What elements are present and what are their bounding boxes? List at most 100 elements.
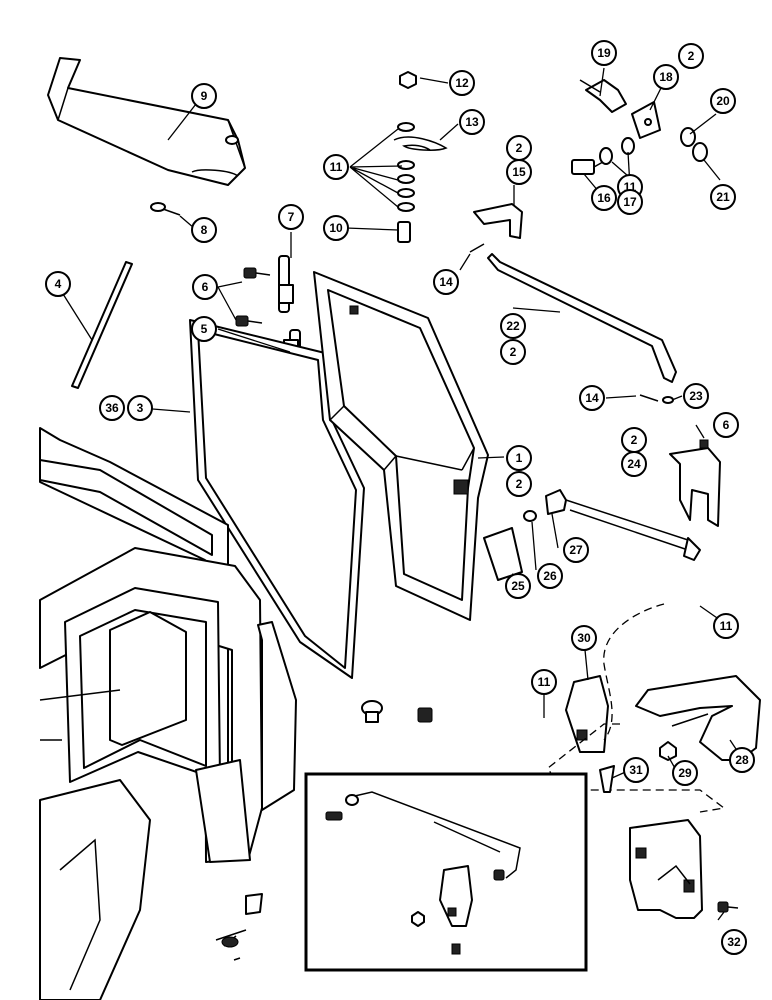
- callout-circle: [191, 217, 217, 243]
- callout-circle: [579, 385, 605, 411]
- callout-25: 25: [505, 573, 531, 599]
- callout-20: 20: [710, 88, 736, 114]
- callout-circle: [672, 760, 698, 786]
- callout-circle: [192, 274, 218, 300]
- callout-label: 10: [329, 221, 343, 235]
- callout-circle: [500, 313, 526, 339]
- part-8-screw: [150, 202, 181, 216]
- callout-circle: [713, 613, 739, 639]
- screw-31: [599, 765, 615, 793]
- callout-label: 7: [288, 210, 295, 224]
- callout-circle: [710, 88, 736, 114]
- callout-22: 22: [500, 313, 526, 339]
- callout-23: 23: [683, 383, 709, 409]
- callout-circle: [571, 625, 597, 651]
- part-28-handle: [635, 675, 761, 761]
- callout-label: 2: [516, 141, 523, 155]
- callout-label: 31: [629, 763, 643, 777]
- callout-30: 30: [571, 625, 597, 651]
- door-bolt-nut: [361, 700, 433, 723]
- callout-28: 28: [729, 747, 755, 773]
- callout-label: 2: [631, 433, 638, 447]
- part-22-rod: [487, 253, 677, 383]
- part-14-pin: [469, 243, 485, 253]
- callout-17: 17: [617, 189, 643, 215]
- callout-circle: [591, 40, 617, 66]
- callout-36: 36: [99, 395, 125, 421]
- callout-label: 19: [597, 46, 611, 60]
- callout-circle: [99, 395, 125, 421]
- part-6-bolts: [235, 267, 271, 327]
- callout-label: 28: [735, 753, 749, 767]
- callout-5: 5: [191, 316, 217, 342]
- callout-label: 3: [137, 401, 144, 415]
- callout-label: 30: [577, 631, 591, 645]
- callout-label: 21: [716, 190, 730, 204]
- callout-9: 9: [191, 83, 217, 109]
- callout-circle: [191, 83, 217, 109]
- callout-label: 27: [569, 543, 583, 557]
- part-30-plate: [565, 675, 609, 753]
- callout-label: 29: [678, 766, 692, 780]
- callout-label: 11: [330, 160, 343, 174]
- part-15-bracket: [473, 203, 523, 239]
- callout-circle: [591, 185, 617, 211]
- knob-assembly: [483, 489, 701, 581]
- callout-1: 1: [506, 445, 532, 471]
- callout-circle: [710, 184, 736, 210]
- callout-18: 18: [653, 64, 679, 90]
- callout-2: 2: [500, 339, 526, 365]
- callout-6: 6: [713, 412, 739, 438]
- callout-circle: [506, 471, 532, 497]
- callout-27: 27: [563, 537, 589, 563]
- callout-circle: [683, 383, 709, 409]
- nut-29: [659, 741, 677, 761]
- callout-circle: [713, 412, 739, 438]
- callout-circle: [721, 929, 747, 955]
- callout-circle: [623, 757, 649, 783]
- callout-circle: [500, 339, 526, 365]
- callout-label: 16: [597, 191, 611, 205]
- hardware-stack: [393, 71, 448, 243]
- callout-circle: [653, 64, 679, 90]
- part-32-screw: [717, 901, 739, 913]
- inset-box: [304, 772, 588, 972]
- callout-29: 29: [672, 760, 698, 786]
- callout-circle: [531, 669, 557, 695]
- callout-label: 11: [538, 675, 551, 689]
- callout-2: 2: [506, 471, 532, 497]
- callout-26: 26: [537, 563, 563, 589]
- callout-16: 16: [591, 185, 617, 211]
- callout-label: 12: [455, 76, 469, 90]
- callout-label: 5: [201, 322, 208, 336]
- part-14-23-pin-washer: [639, 394, 674, 404]
- callout-circle: [617, 189, 643, 215]
- callout-circle: [45, 271, 71, 297]
- callout-circle: [506, 159, 532, 185]
- callout-label: 22: [506, 319, 520, 333]
- cab-frame: [39, 427, 297, 1000]
- callout-label: 32: [727, 935, 741, 949]
- callout-label: 17: [623, 195, 637, 209]
- callout-circle: [449, 70, 475, 96]
- callout-label: 13: [465, 115, 479, 129]
- callout-circle: [678, 43, 704, 69]
- callout-label: 18: [659, 70, 673, 84]
- callout-circle: [506, 445, 532, 471]
- callout-label: 24: [627, 457, 641, 471]
- callout-11: 11: [323, 154, 349, 180]
- callout-12: 12: [449, 70, 475, 96]
- callout-6: 6: [192, 274, 218, 300]
- callout-circle: [323, 154, 349, 180]
- callout-circle: [729, 747, 755, 773]
- callout-circle: [323, 215, 349, 241]
- callout-32: 32: [721, 929, 747, 955]
- callout-label: 11: [720, 619, 733, 633]
- callout-10: 10: [323, 215, 349, 241]
- part-7-hinge: [278, 255, 294, 313]
- callout-label: 2: [688, 49, 695, 63]
- callout-21: 21: [710, 184, 736, 210]
